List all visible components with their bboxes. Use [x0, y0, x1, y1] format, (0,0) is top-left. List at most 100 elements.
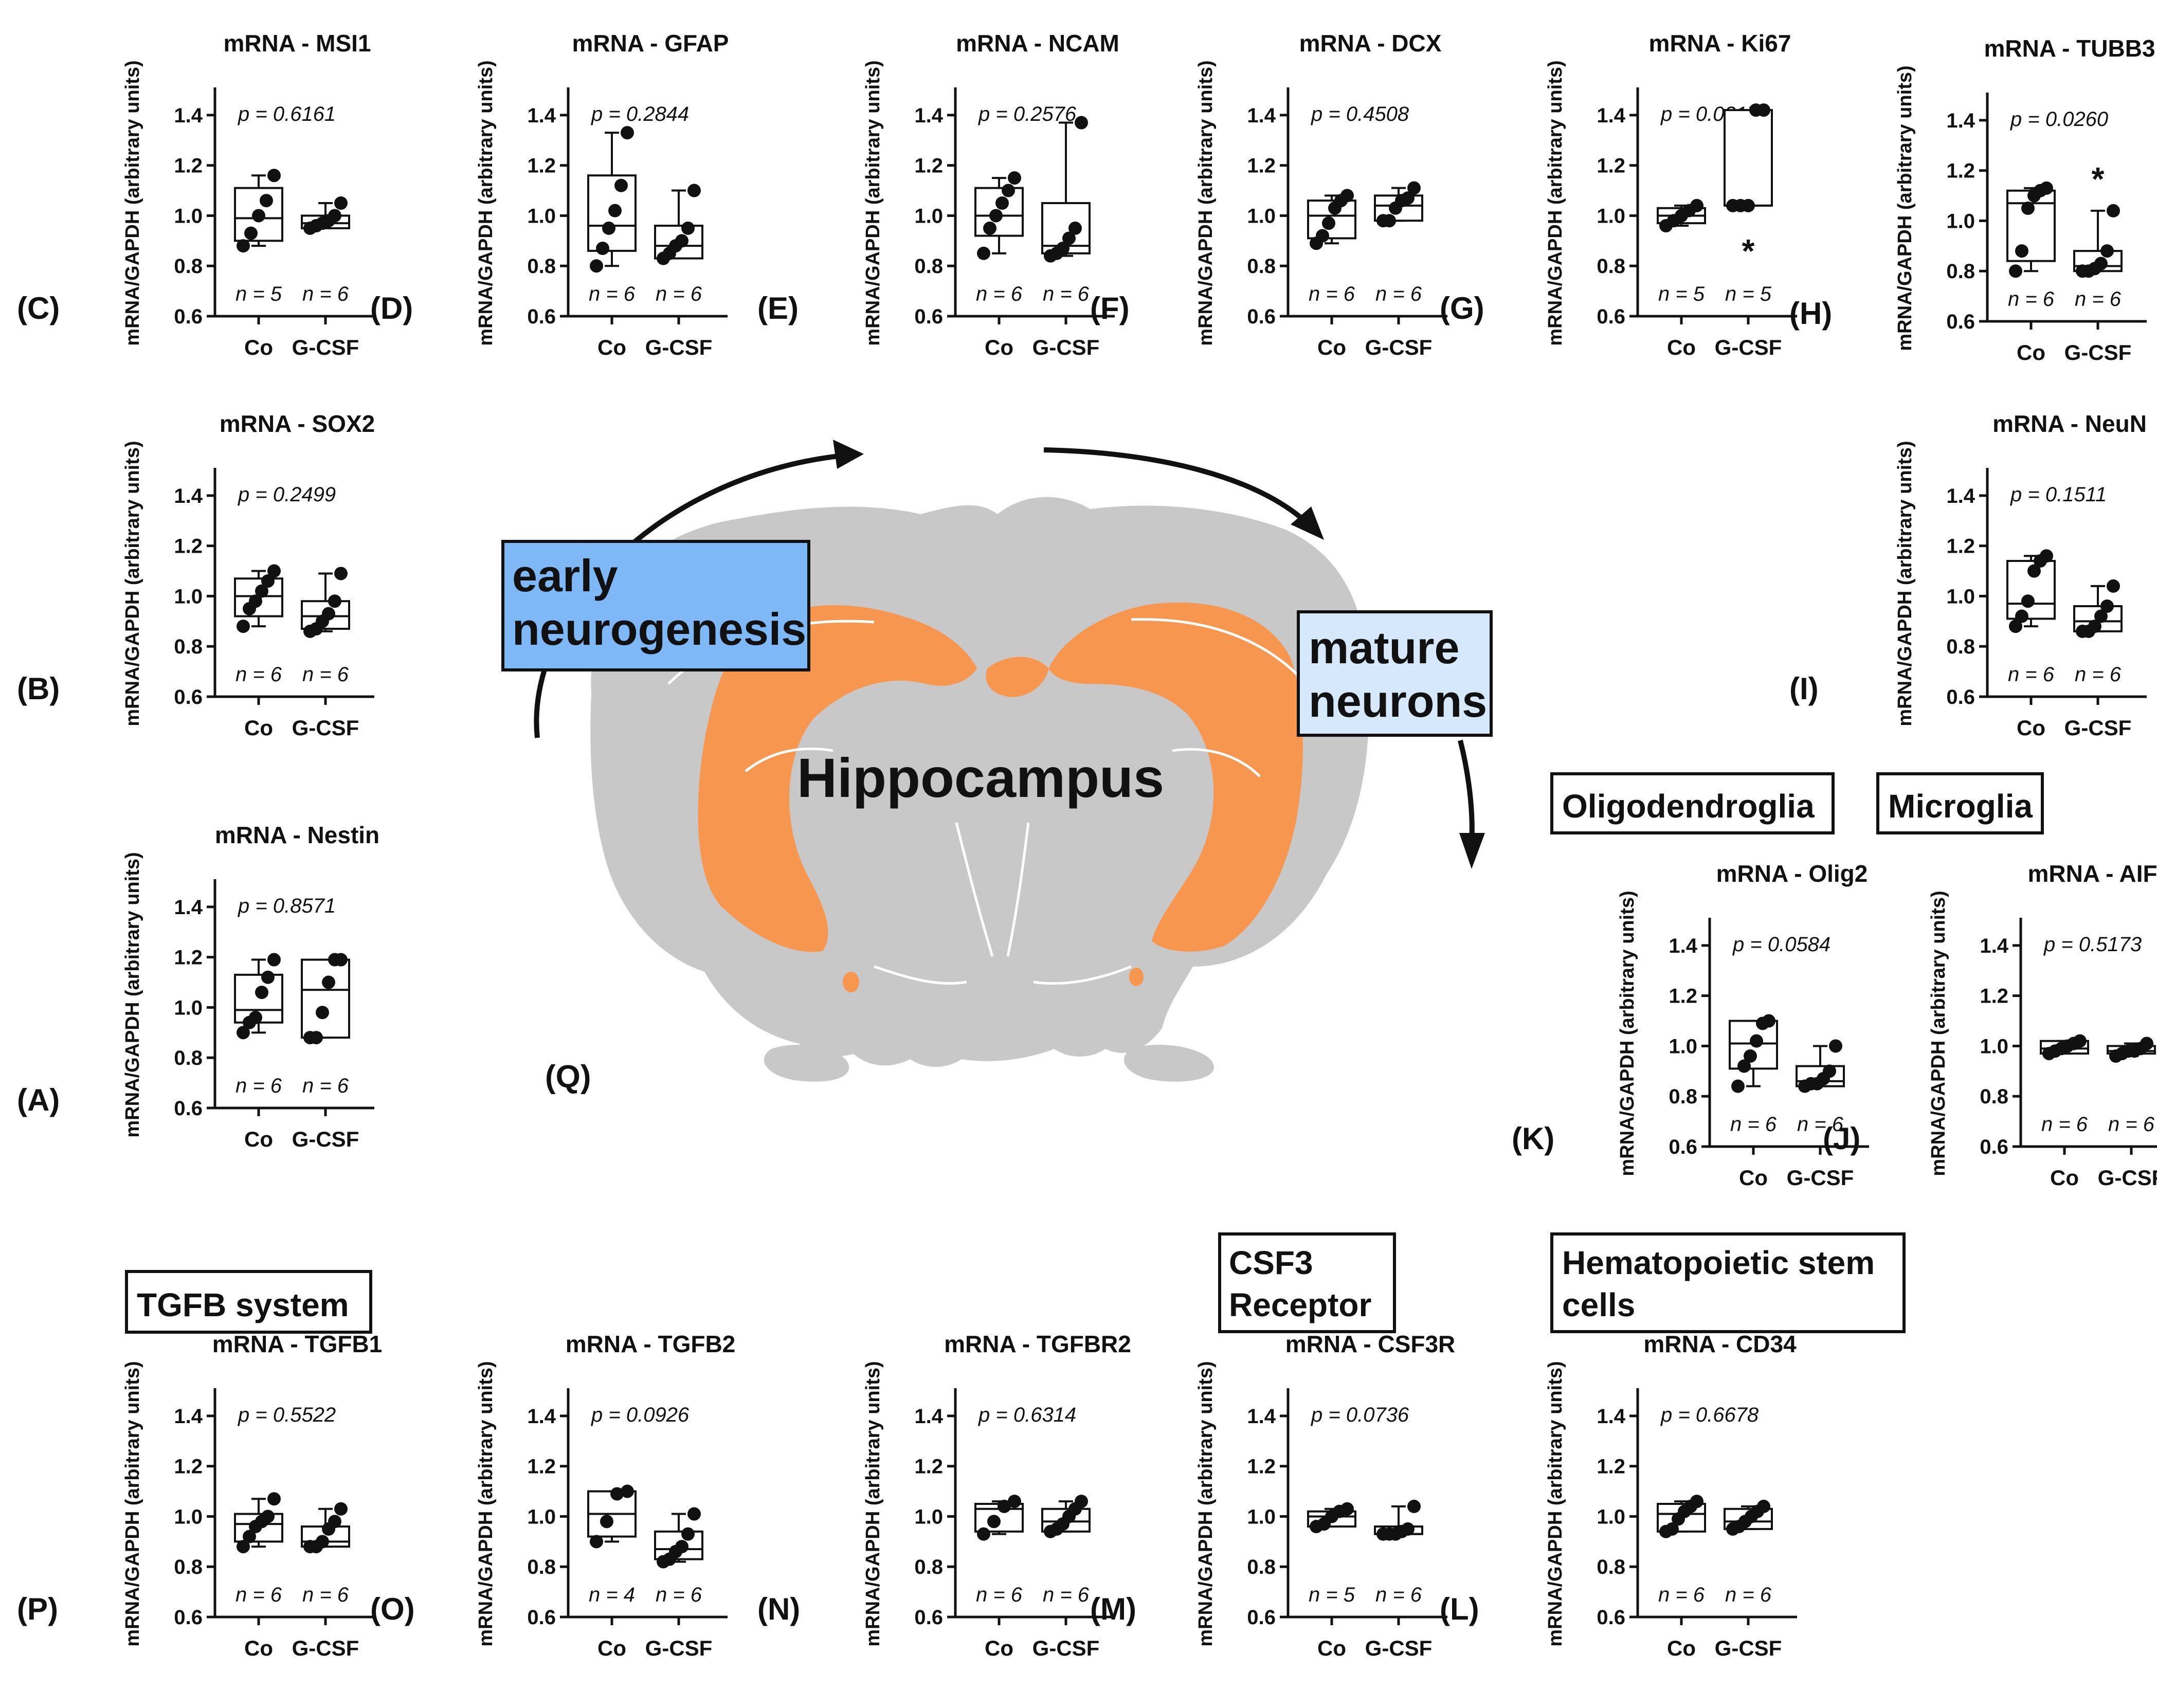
data-point	[237, 239, 250, 253]
panel-title: mRNA - Nestin	[215, 822, 379, 848]
n-label: n = 6	[2075, 288, 2122, 311]
n-label: n = 6	[1725, 1584, 1772, 1606]
y-tick-label: 0.8	[1597, 1556, 1625, 1578]
data-point	[237, 1026, 250, 1040]
n-label: n = 5	[1658, 283, 1705, 305]
y-tick-label: 1.4	[1946, 110, 1975, 132]
data-point	[1742, 198, 1755, 212]
hippocampus-left	[698, 605, 977, 952]
n-label: n = 6	[302, 1584, 349, 1606]
hippocampus-medial	[986, 657, 1049, 697]
x-tick-label: G-CSF	[292, 1127, 359, 1151]
x-tick-label: Co	[1317, 1636, 1346, 1660]
x-tick-label: G-CSF	[292, 335, 359, 359]
y-tick-label: 1.4	[1980, 935, 2008, 957]
y-axis-label: mRNA/GAPDH (arbitrary units)	[1545, 60, 1566, 346]
y-tick-label: 0.6	[174, 305, 203, 328]
x-tick-label: G-CSF	[1032, 1636, 1100, 1660]
x-tick-label: G-CSF	[1715, 335, 1782, 359]
data-point	[1340, 1502, 1354, 1516]
data-point	[687, 1507, 701, 1521]
early-neurogenesis-box: early neurogenesis	[501, 540, 810, 671]
data-point	[1407, 181, 1421, 195]
data-point	[1008, 1495, 1021, 1509]
data-point	[2107, 204, 2120, 217]
x-tick-label: Co	[2050, 1166, 2079, 1190]
panel-title: mRNA - NeuN	[1992, 410, 2147, 437]
data-point	[602, 221, 615, 235]
x-tick-label: Co	[1317, 335, 1346, 359]
y-tick-label: 0.6	[174, 1606, 203, 1629]
y-tick-label: 1.0	[527, 1505, 556, 1528]
y-tick-label: 0.8	[174, 1047, 203, 1069]
y-tick-label: 1.2	[1946, 535, 1975, 558]
data-point	[1744, 1049, 1757, 1063]
data-point	[328, 209, 341, 223]
significance-star: *	[1742, 232, 1755, 269]
y-tick-label: 1.2	[527, 1456, 556, 1478]
data-point	[2021, 202, 2035, 215]
group-header-csf3-label: CSF3 Receptor	[1229, 1244, 1371, 1323]
data-point	[1002, 184, 1015, 197]
panel-title: mRNA - AIF-1	[2027, 860, 2157, 887]
n-label: n = 6	[1730, 1113, 1777, 1136]
data-point	[1075, 1495, 1088, 1509]
n-label: n = 6	[976, 283, 1023, 305]
y-axis-label: mRNA/GAPDH (arbitrary units)	[475, 1361, 497, 1646]
p-value: p = 0.1511	[2010, 483, 2107, 506]
n-label: n = 6	[235, 663, 282, 686]
y-tick-label: 1.2	[1980, 985, 2008, 1008]
panel-label: (N)	[757, 1592, 800, 1626]
panel-label: (B)	[17, 671, 60, 706]
data-point	[316, 1535, 329, 1549]
y-tick-label: 0.6	[527, 1606, 556, 1629]
box	[301, 958, 350, 1039]
panel-title: mRNA - GFAP	[572, 30, 729, 57]
p-value: p = 0.0736	[1311, 1404, 1409, 1426]
y-axis-label: mRNA/GAPDH (arbitrary units)	[1545, 1361, 1566, 1646]
p-value: p = 0.6314	[978, 1404, 1076, 1426]
y-tick-label: 1.0	[1597, 1505, 1625, 1528]
data-point	[1665, 1522, 1679, 1536]
n-label: n = 6	[589, 283, 636, 305]
y-tick-label: 1.4	[914, 1405, 943, 1428]
data-point	[2027, 564, 2041, 578]
x-tick-label: Co	[597, 335, 626, 359]
y-axis-label: mRNA/GAPDH (arbitrary units)	[122, 852, 143, 1137]
x-tick-label: G-CSF	[1365, 1636, 1433, 1660]
data-point	[334, 1502, 348, 1516]
y-tick-label: 1.0	[174, 205, 203, 227]
arrow-early-head	[833, 440, 864, 469]
data-point	[261, 574, 275, 588]
data-point	[1737, 1059, 1751, 1073]
data-point	[1340, 189, 1354, 203]
x-tick-label: G-CSF	[292, 1636, 359, 1660]
panel-label: (C)	[17, 291, 60, 325]
panel-label: (P)	[17, 1592, 58, 1626]
data-point	[590, 259, 603, 273]
data-point	[983, 221, 996, 235]
p-value: p = 0.0584	[1732, 933, 1830, 956]
data-point	[2040, 549, 2053, 563]
panel-title: mRNA - Ki67	[1649, 30, 1791, 57]
data-point	[249, 1011, 262, 1024]
x-tick-label: G-CSF	[1365, 335, 1433, 359]
y-tick-label: 1.2	[914, 155, 943, 177]
p-value: p = 0.6161	[238, 103, 336, 125]
data-point	[334, 567, 348, 580]
y-tick-label: 1.2	[174, 1456, 203, 1478]
data-point	[1690, 198, 1703, 212]
group-header-tgfb: TGFB system	[125, 1270, 372, 1334]
y-tick-label: 1.0	[914, 205, 943, 227]
y-tick-label: 1.2	[914, 1456, 943, 1478]
olfactory-lobe-left	[764, 1044, 849, 1082]
y-tick-label: 0.6	[527, 305, 556, 328]
y-tick-label: 0.6	[914, 305, 943, 328]
x-tick-label: Co	[985, 1636, 1013, 1660]
y-tick-label: 0.8	[527, 255, 556, 278]
n-label: n = 6	[235, 1584, 282, 1606]
panel-label: (D)	[370, 291, 413, 325]
